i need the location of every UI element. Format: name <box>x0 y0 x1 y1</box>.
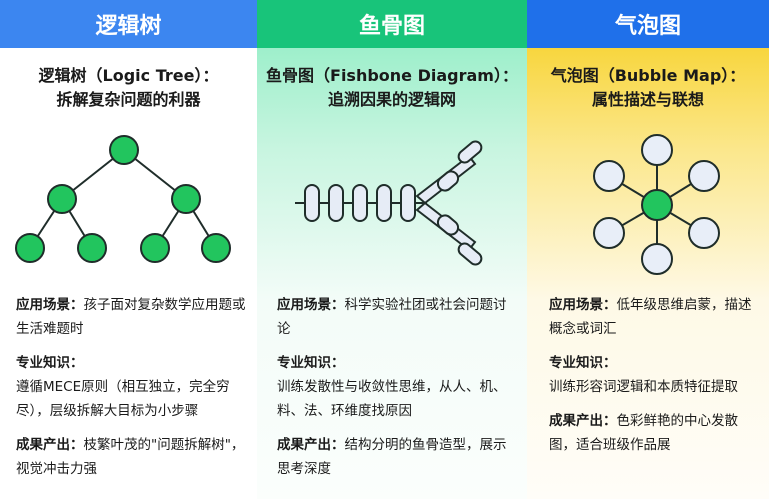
knowledge-label: 专业知识： <box>549 355 617 371</box>
output-text: 色彩鲜艳的中心发散图，适合班级作品展 <box>549 413 738 453</box>
subtitle-line: 拆解复杂问题的利器 <box>56 90 201 109</box>
fish-head <box>457 140 483 164</box>
bubble <box>688 217 720 249</box>
column-body: 应用场景：科学实验社团或社会问题讨论 专业知识： 训练发散性与收敛性思维，从人、机… <box>277 293 519 491</box>
fishbone-column: 鱼骨图 鱼骨图（Fishbone Diagram）： 追溯因果的逻辑网 应用场景：… <box>257 0 527 499</box>
tree-node <box>109 135 139 165</box>
subtitle-line: 追溯因果的逻辑网 <box>327 90 456 109</box>
knowledge-label: 专业知识： <box>277 355 345 371</box>
knowledge-text: 训练形容词逻辑和本质特征提取 <box>549 379 738 395</box>
fish-tail <box>457 242 483 266</box>
fishbone-diagram <box>295 140 483 266</box>
scene-text: 孩子面对复杂数学应用题或生活难题时 <box>16 297 246 337</box>
tree-node <box>140 233 170 263</box>
bubble <box>688 160 720 192</box>
output-text: 枝繁叶茂的"问题拆解树"，视觉冲击力强 <box>16 437 245 477</box>
fish-rib <box>304 184 320 222</box>
subtitle-line: 属性描述与联想 <box>591 90 704 109</box>
tree-node <box>77 233 107 263</box>
center-bubble <box>641 189 673 221</box>
scene-label: 应用场景： <box>549 297 617 313</box>
output-label: 成果产出： <box>16 437 84 453</box>
scene-label: 应用场景： <box>16 297 84 313</box>
tree-node <box>15 233 45 263</box>
column-body: 应用场景：低年级思维启蒙，描述概念或词汇 专业知识： 训练形容词逻辑和本质特征提取… <box>549 293 761 467</box>
bubble <box>593 160 625 192</box>
fish-joint <box>436 214 460 236</box>
output-label: 成果产出： <box>549 413 617 429</box>
bubble <box>593 217 625 249</box>
knowledge-text: 遵循MECE原则（相互独立，完全穷尽），层级拆解大目标为小步骤 <box>16 379 230 419</box>
fish-rib <box>400 184 416 222</box>
column-subtitle: 逻辑树（Logic Tree）： 拆解复杂问题的利器 <box>0 64 257 112</box>
logic-tree-column: 逻辑树 逻辑树（Logic Tree）： 拆解复杂问题的利器 应用场景：孩子面对复… <box>0 0 257 499</box>
column-header: 逻辑树 <box>0 0 257 48</box>
bubble-map-column: 气泡图 气泡图（Bubble Map）： 属性描述与联想 应用场景：低年级思维启蒙… <box>527 0 769 499</box>
tree-node <box>171 184 201 214</box>
subtitle-line: 鱼骨图（Fishbone Diagram）： <box>266 66 518 85</box>
knowledge-text: 训练发散性与收敛性思维，从人、机、料、法、环维度找原因 <box>277 379 507 419</box>
bubble <box>641 134 673 166</box>
column-subtitle: 鱼骨图（Fishbone Diagram）： 追溯因果的逻辑网 <box>257 64 527 112</box>
column-subtitle: 气泡图（Bubble Map）： 属性描述与联想 <box>527 64 769 112</box>
tree-node <box>47 184 77 214</box>
fish-rib <box>352 184 368 222</box>
column-header: 鱼骨图 <box>257 0 527 48</box>
output-label: 成果产出： <box>277 437 345 453</box>
scene-text: 科学实验社团或社会问题讨论 <box>277 297 507 337</box>
subtitle-line: 逻辑树（Logic Tree）： <box>38 66 219 85</box>
column-header: 气泡图 <box>527 0 769 48</box>
logic-tree-diagram <box>15 135 231 263</box>
knowledge-label: 专业知识： <box>16 355 84 371</box>
fish-rib <box>376 184 392 222</box>
bubble <box>641 243 673 275</box>
fish-joint <box>436 170 460 192</box>
scene-label: 应用场景： <box>277 297 345 313</box>
column-body: 应用场景：孩子面对复杂数学应用题或生活难题时 专业知识： 遵循MECE原则（相互独… <box>16 293 249 491</box>
output-text: 结构分明的鱼骨造型，展示思考深度 <box>277 437 507 477</box>
subtitle-line: 气泡图（Bubble Map）： <box>550 66 746 85</box>
tree-node <box>201 233 231 263</box>
fish-rib <box>328 184 344 222</box>
bubble-map-diagram <box>593 134 720 275</box>
scene-text: 低年级思维启蒙，描述概念或词汇 <box>549 297 752 337</box>
